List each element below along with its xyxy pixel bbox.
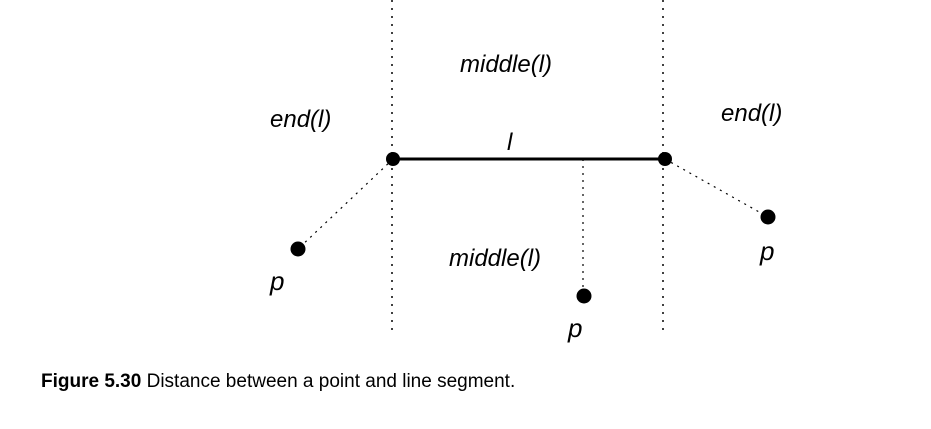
label-segment: l <box>507 129 513 156</box>
label-point-middle: p <box>567 313 582 343</box>
label-end-left: end(l) <box>270 106 331 133</box>
figure-caption: Figure 5.30 Distance between a point and… <box>41 371 515 393</box>
point-middle <box>576 288 592 304</box>
point-right <box>760 209 776 225</box>
figure-number: Figure 5.30 <box>41 371 142 392</box>
label-middle-bottom: middle(l) <box>449 245 541 272</box>
figure-caption-text: Distance between a point and line segmen… <box>146 371 516 392</box>
label-point-right: p <box>759 236 774 266</box>
distance-line-left <box>297 158 394 250</box>
label-middle-top: middle(l) <box>460 51 552 78</box>
label-point-left: p <box>269 266 284 296</box>
point-left <box>290 241 306 257</box>
distance-line-right <box>664 158 769 218</box>
label-end-right: end(l) <box>721 100 782 127</box>
